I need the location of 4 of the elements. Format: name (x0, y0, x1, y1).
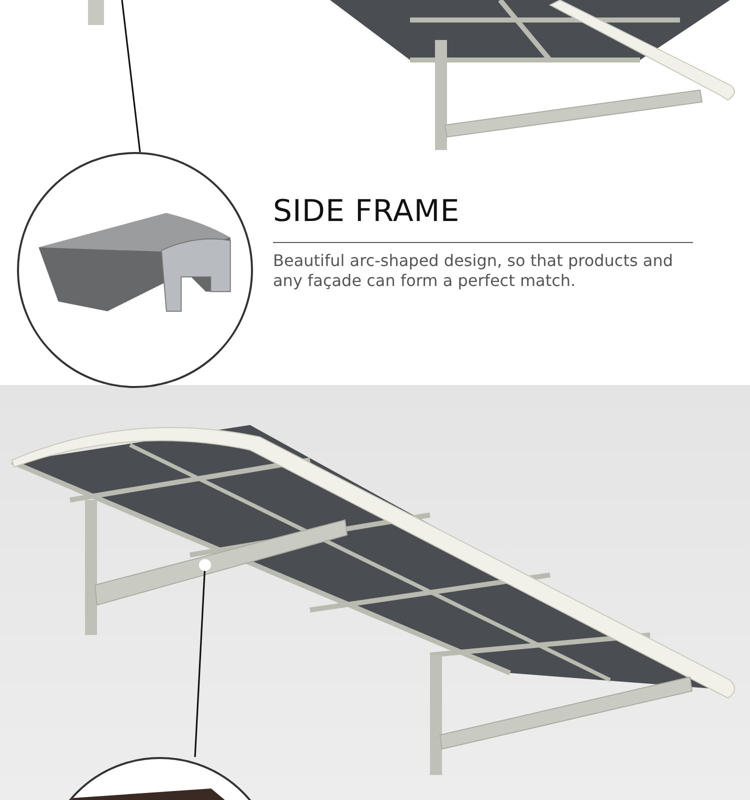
description-text: Beautiful arc-shaped design, so that products and any façade can form a perfect match. (273, 251, 674, 291)
leader-line (121, 0, 141, 152)
leader-line (194, 559, 211, 758)
section-heading: SIDE FRAME (273, 194, 460, 229)
